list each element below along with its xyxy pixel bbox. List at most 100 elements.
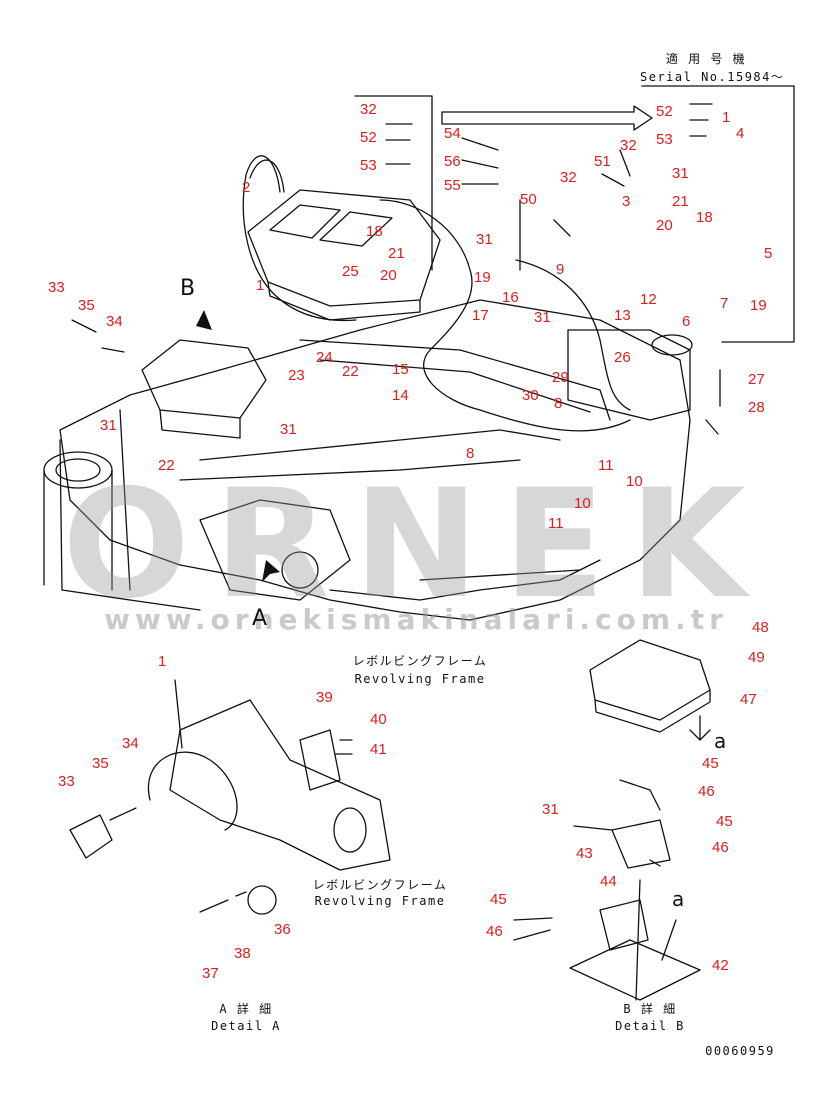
part-label: 47 xyxy=(740,691,757,708)
part-label: 7 xyxy=(720,295,729,312)
part-label: 29 xyxy=(552,369,569,386)
part-label: 12 xyxy=(640,291,657,308)
part-label: 46 xyxy=(486,923,503,940)
part-label: 48 xyxy=(752,619,769,636)
caption-revolving-frame-en: Revolving Frame xyxy=(354,672,486,686)
part-label: 32 xyxy=(620,137,637,154)
document-number: 00060959 xyxy=(705,1044,775,1058)
controller-box xyxy=(141,339,267,419)
part-label: 28 xyxy=(748,399,765,416)
part-label: 31 xyxy=(280,421,297,438)
part-label: 17 xyxy=(472,307,489,324)
caption-revolving-frame-en-2: Revolving Frame xyxy=(314,894,446,908)
part-label: 38 xyxy=(234,945,251,962)
watermark-brand: ORNEK xyxy=(62,458,770,632)
part-label: 32 xyxy=(360,101,377,118)
watermark-url: www.ornekismakinalari.com.tr xyxy=(104,603,728,636)
part-label: 34 xyxy=(122,735,139,752)
part-label: 53 xyxy=(360,157,377,174)
part-label: 10 xyxy=(574,495,591,512)
part-label: 27 xyxy=(748,371,765,388)
part-label: 1 xyxy=(256,277,265,294)
group-bracket xyxy=(354,95,433,271)
serial-change-arrow xyxy=(441,105,653,131)
part-label: 2 xyxy=(242,179,251,196)
part-label: 3 xyxy=(622,193,631,210)
part-label: 11 xyxy=(548,515,564,532)
part-label: 4 xyxy=(736,125,745,142)
part-label: 31 xyxy=(534,309,551,326)
caption-detail-a-jp: A 詳 細 xyxy=(219,1002,273,1016)
part-label: 35 xyxy=(92,755,109,772)
part-label: 9 xyxy=(556,261,565,278)
caption-revolving-frame-jp-2: レボルビングフレーム xyxy=(312,878,448,892)
part-label: 23 xyxy=(288,367,305,384)
part-label: 46 xyxy=(712,839,729,856)
part-label: 1 xyxy=(722,109,731,126)
part-label: 35 xyxy=(78,297,95,314)
part-label: 56 xyxy=(444,153,461,170)
part-label: 45 xyxy=(490,891,507,908)
part-label: 50 xyxy=(520,191,537,208)
part-label: 31 xyxy=(476,231,493,248)
part-label: 26 xyxy=(614,349,631,366)
part-label: 49 xyxy=(748,649,765,666)
part-label: 42 xyxy=(712,957,729,974)
part-label: 55 xyxy=(444,177,461,194)
part-label: 37 xyxy=(202,965,219,982)
part-label: 20 xyxy=(380,267,397,284)
part-label: 45 xyxy=(716,813,733,830)
part-label: 19 xyxy=(474,269,491,286)
part-label: 43 xyxy=(576,845,593,862)
part-label: 41 xyxy=(370,741,387,758)
part-label: 21 xyxy=(672,193,689,210)
view-letter-b: B xyxy=(180,276,197,301)
part-label: 33 xyxy=(58,773,75,790)
part-label: 5 xyxy=(764,245,773,262)
part-label: 22 xyxy=(158,457,175,474)
caption-revolving-frame-jp: レボルビングフレーム xyxy=(352,654,488,668)
part-label: 39 xyxy=(316,689,333,706)
serial-number: Serial No.15984〜 xyxy=(640,70,785,84)
caption-detail-b-jp: B 詳 細 xyxy=(623,1002,677,1016)
part-label: 52 xyxy=(656,103,673,120)
part-label: 13 xyxy=(614,307,631,324)
part-label: 16 xyxy=(502,289,519,306)
part-label: 46 xyxy=(698,783,715,800)
part-label: 19 xyxy=(750,297,767,314)
part-label: 14 xyxy=(392,387,409,404)
part-label: 53 xyxy=(656,131,673,148)
part-label: 22 xyxy=(342,363,359,380)
part-label: 51 xyxy=(594,153,611,170)
detail-a-drawing xyxy=(169,699,391,871)
part-label: 25 xyxy=(342,263,359,280)
detail-b-cover xyxy=(589,639,711,721)
view-letter-a-small-bottom: a xyxy=(672,887,686,911)
part-label: 6 xyxy=(682,313,691,330)
view-letter-a: A xyxy=(252,606,269,631)
serial-box-outline xyxy=(641,85,795,343)
part-label: 31 xyxy=(542,801,559,818)
part-label: 33 xyxy=(48,279,65,296)
part-label: 10 xyxy=(626,473,643,490)
part-label: 52 xyxy=(360,129,377,146)
part-label: 1 xyxy=(158,653,167,670)
part-label: 15 xyxy=(392,361,409,378)
part-label: 40 xyxy=(370,711,387,728)
tank-26 xyxy=(567,329,691,421)
caption-detail-a-en: Detail A xyxy=(211,1019,281,1033)
part-label: 24 xyxy=(316,349,333,366)
part-label: 44 xyxy=(600,873,617,890)
revolving-frame-outline xyxy=(59,299,691,621)
part-label: 18 xyxy=(696,209,713,226)
part-label: 8 xyxy=(554,395,563,412)
part-label: 31 xyxy=(672,165,689,182)
part-label: 8 xyxy=(466,445,475,462)
part-label: 34 xyxy=(106,313,123,330)
part-label: 11 xyxy=(598,457,614,474)
part-label: 31 xyxy=(100,417,117,434)
part-label: 30 xyxy=(522,387,539,404)
view-letter-a-small-top: a xyxy=(714,729,728,753)
